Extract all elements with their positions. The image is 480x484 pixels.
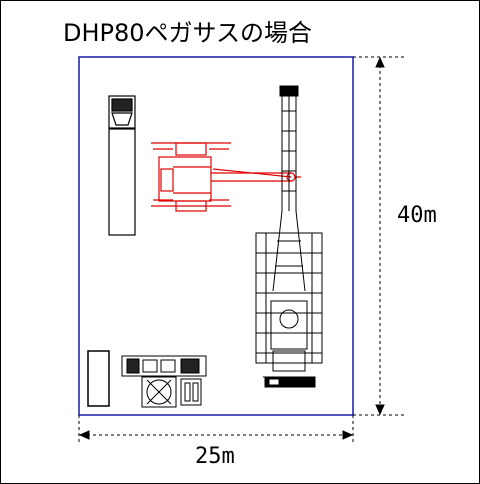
height-dimension <box>353 56 406 416</box>
site-boundary <box>78 56 354 416</box>
height-dimension-label: 40m <box>397 203 437 228</box>
crawler-crane <box>255 85 323 388</box>
truck-equipment <box>108 95 136 236</box>
width-dimension-label: 25m <box>195 444 235 469</box>
red-crane <box>151 142 301 212</box>
plant-unit <box>121 355 207 408</box>
storage-container <box>87 350 110 407</box>
diagram-title: DHP80ペガサスの場合 <box>63 19 313 47</box>
width-dimension <box>78 415 354 445</box>
